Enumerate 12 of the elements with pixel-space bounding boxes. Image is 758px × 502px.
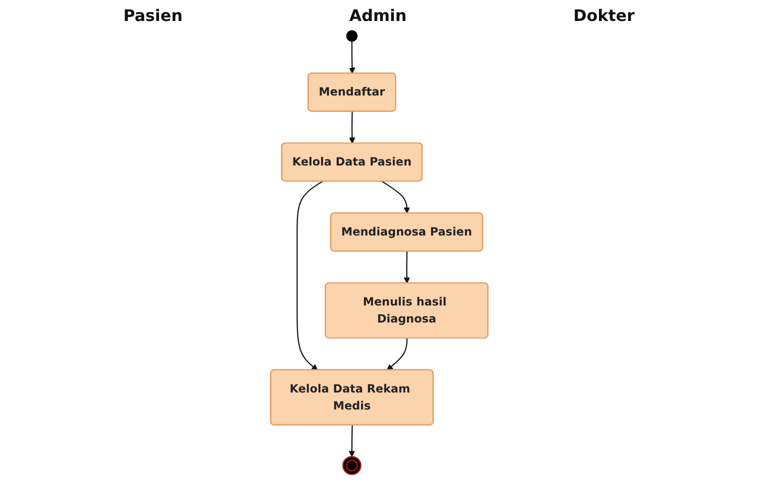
arrow [348,112,355,144]
node-circle [346,30,358,42]
arrow [386,338,408,370]
node-circle [342,456,362,476]
arrow [296,181,322,370]
lane-heading: Pasien [123,6,183,25]
arrow [382,181,410,214]
lane-heading: Admin [349,6,407,25]
arrow [348,425,355,457]
arrow [348,41,355,74]
arrow [404,251,410,284]
lane-heading: Dokter [573,6,635,25]
